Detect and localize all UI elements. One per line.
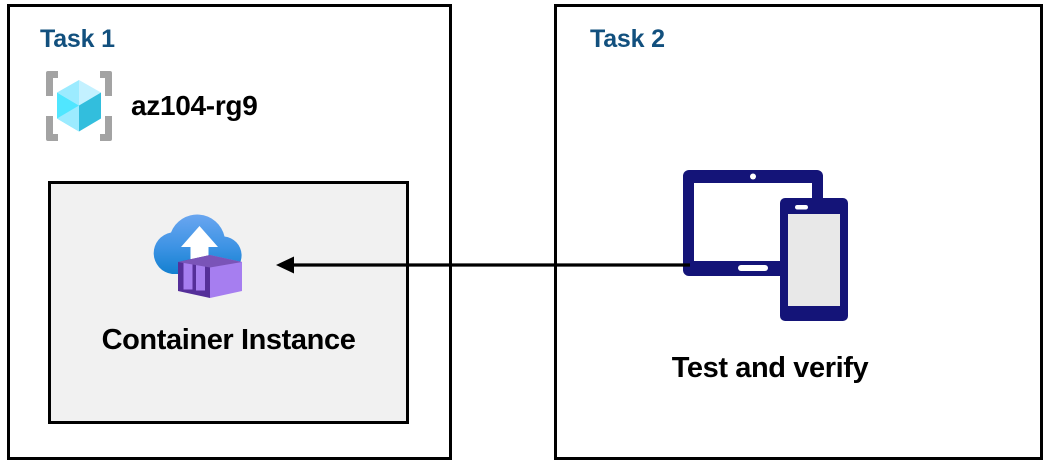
container-instance-box: Container Instance <box>48 181 409 424</box>
task-1-heading: Task 1 <box>40 25 115 53</box>
tablet-and-phone-devices-icon <box>683 170 848 321</box>
test-and-verify-label: Test and verify <box>671 352 869 384</box>
arrow-task2-to-container-instance <box>276 256 690 274</box>
resource-group-label: az104-rg9 <box>131 90 258 121</box>
azure-resource-group-icon <box>46 71 112 141</box>
task-1-panel: Task 1 <box>7 4 452 460</box>
container-instance-label: Container Instance <box>101 324 356 356</box>
task-2-heading: Task 2 <box>590 25 665 53</box>
azure-container-instance-icon <box>153 214 242 298</box>
resource-group-row: az104-rg9 <box>40 69 258 143</box>
